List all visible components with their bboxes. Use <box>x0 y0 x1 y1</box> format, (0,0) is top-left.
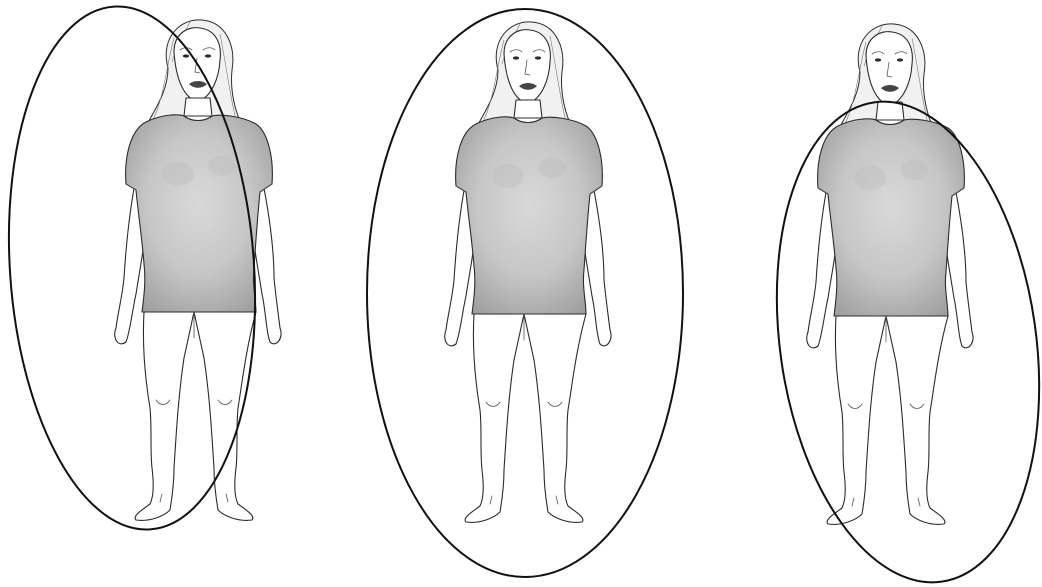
figure-left <box>115 20 281 521</box>
woman-figure-center <box>445 22 611 523</box>
figure-right <box>807 24 973 525</box>
figure-center <box>445 22 611 523</box>
woman-figure-left <box>115 20 281 521</box>
woman-figure-right <box>807 24 973 525</box>
